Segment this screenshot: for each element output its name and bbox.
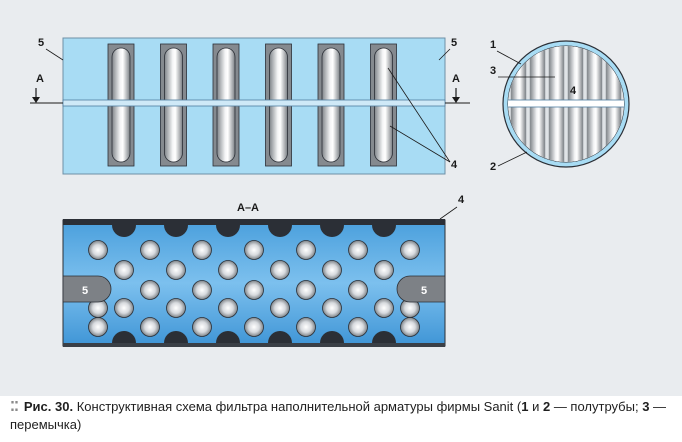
dark-half-tube-bottom <box>372 331 396 343</box>
label-element-section: 4 <box>458 194 465 206</box>
filter-diagram: А А 5 5 4 1 3 4 2 А–А 4 5 5 <box>30 37 630 347</box>
dark-half-tube-bottom <box>320 331 344 343</box>
label-element-circle: 4 <box>570 85 577 97</box>
label-bridge: 3 <box>490 65 496 77</box>
caption-text-a: Конструктивная схема фильтра наполнитель… <box>73 399 522 414</box>
section-ball <box>296 280 316 300</box>
section-ball <box>140 317 160 337</box>
dark-half-tube-bottom <box>268 331 292 343</box>
caption-n2: 2 <box>542 399 551 414</box>
caption-and: и <box>528 399 543 414</box>
dark-half-tube-top <box>112 225 136 237</box>
dark-half-tube-top <box>372 225 396 237</box>
section-ball <box>348 280 368 300</box>
section-arrow-left-head <box>32 97 40 103</box>
section-ball <box>88 317 108 337</box>
leader-half-pipe-1 <box>496 50 522 65</box>
dark-half-tube-bottom <box>164 331 188 343</box>
section-top-plate <box>63 219 445 225</box>
section-ball <box>270 298 290 318</box>
dark-half-tube-top <box>216 225 240 237</box>
section-ball <box>322 260 342 280</box>
side-tube-left <box>62 275 112 303</box>
label-housing-left: 5 <box>38 37 44 49</box>
section-ball <box>140 280 160 300</box>
section-ball <box>348 317 368 337</box>
section-ball <box>322 298 342 318</box>
label-housing-right: 5 <box>451 37 457 49</box>
section-ball <box>244 280 264 300</box>
dark-half-tube-bottom <box>112 331 136 343</box>
section-ball <box>374 298 394 318</box>
section-ball <box>296 317 316 337</box>
leader-element-b <box>389 125 451 163</box>
label-half-pipe-1: 1 <box>490 39 496 51</box>
section-ball <box>166 260 186 280</box>
section-ball <box>400 317 420 337</box>
section-ball <box>140 240 160 260</box>
side-tube-right <box>396 275 446 303</box>
dark-half-tube-top <box>164 225 188 237</box>
section-ball <box>192 280 212 300</box>
dark-half-tube-top <box>320 225 344 237</box>
leader-half-pipe-2 <box>497 151 528 167</box>
caption-bullet-icon: ⁚⁚ <box>10 399 19 414</box>
leader-housing-right <box>438 48 451 61</box>
section-ball <box>244 240 264 260</box>
section-ball <box>218 260 238 280</box>
leader-housing-left <box>45 48 64 61</box>
leader-element-section <box>439 206 458 220</box>
section-line-top <box>62 99 446 107</box>
section-dark-tubes-top <box>112 225 396 237</box>
section-ball <box>218 298 238 318</box>
caption-fig-label: Рис. 30. <box>23 399 74 414</box>
section-ball <box>166 298 186 318</box>
figure: А А 5 5 4 1 3 4 2 А–А 4 5 5 <box>0 0 682 396</box>
dark-half-tube-top <box>268 225 292 237</box>
bridge-strip <box>508 99 624 108</box>
label-housing-section-left: 5 <box>82 285 88 297</box>
section-ball <box>192 240 212 260</box>
dark-half-tube-bottom <box>216 331 240 343</box>
section-ball <box>374 260 394 280</box>
label-element-top: 4 <box>451 159 458 171</box>
caption-text-c: — перемычка) <box>10 399 667 432</box>
label-housing-section-right: 5 <box>421 285 427 297</box>
section-bottom-plate <box>63 343 445 347</box>
label-half-pipe-2: 2 <box>490 161 496 173</box>
caption-text-b: — полутрубы; <box>550 399 643 414</box>
section-letter-right: А <box>452 73 460 85</box>
leader-element-a <box>387 67 451 163</box>
figure-caption: ⁚⁚ Рис. 30. Конструктивная схема фильтра … <box>10 398 676 434</box>
caption-n3: 3 <box>642 399 650 414</box>
section-ball <box>192 317 212 337</box>
section-ball <box>348 240 368 260</box>
section-ball <box>296 240 316 260</box>
top-tubes <box>107 43 397 167</box>
caption-n1: 1 <box>521 399 529 414</box>
section-arrow-right-head <box>452 97 460 103</box>
section-ball <box>114 260 134 280</box>
section-ball <box>88 240 108 260</box>
section-ball <box>400 240 420 260</box>
section-ball <box>270 260 290 280</box>
section-title: А–А <box>237 202 259 214</box>
section-balls <box>88 240 420 337</box>
section-letter-left: А <box>36 73 44 85</box>
section-ball <box>114 298 134 318</box>
section-dark-tubes-bottom <box>112 331 396 343</box>
section-ball <box>244 317 264 337</box>
